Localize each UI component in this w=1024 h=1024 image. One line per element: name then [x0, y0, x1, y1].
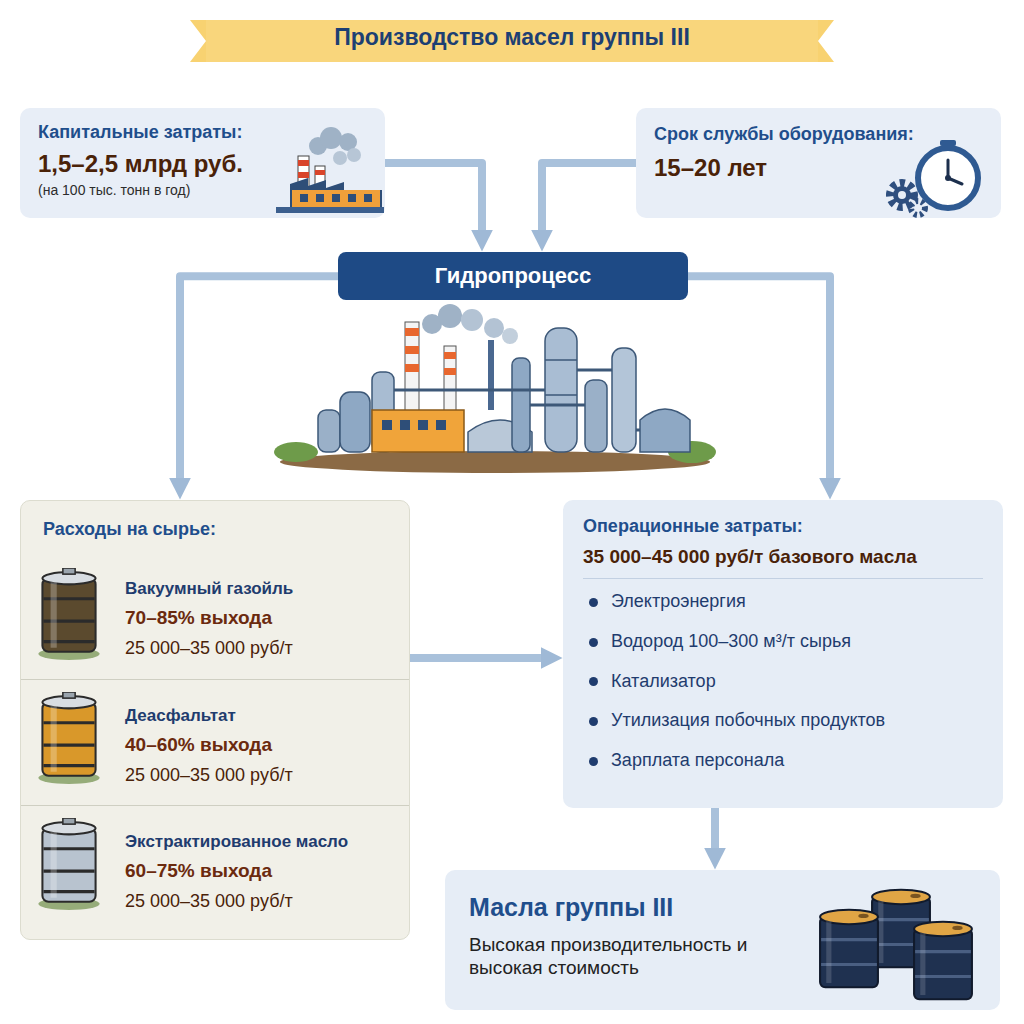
cost-box: Капитальные затраты: 1,5–2,5 млрд руб. (на…	[20, 108, 385, 218]
feedstock-band: Экстрактированное масло 60–75% выхода 25 0…	[21, 805, 409, 931]
feedstock-band: Деасфальтат 40–60% выхода 25 000–35 000 ру…	[21, 679, 409, 805]
diagram-title: Производство масел группы III	[200, 24, 824, 51]
panel-heading: Операционные затраты:	[583, 516, 983, 538]
box-heading: Срок службы оборудования:	[654, 124, 983, 146]
opex-value: 35 000–45 000 руб/т базового масла	[583, 546, 983, 580]
cost-item: Водород 100–300 м³/т сырья	[583, 631, 983, 653]
barrel-icon	[38, 692, 99, 784]
box-heading: Капитальные затраты:	[38, 122, 367, 144]
price-value: 25 000–35 000 руб/т	[125, 891, 401, 913]
refinery-illustration	[274, 304, 716, 473]
panel-heading: Расходы на сырье:	[43, 519, 387, 541]
clock-icon	[890, 140, 978, 215]
flow-arrow	[180, 276, 338, 482]
product-box: Масла группы III Высокая производительнос…	[445, 870, 1000, 1010]
barrel-icon	[38, 568, 99, 660]
lifetime-box: Срок службы оборудования: 15–20 лет	[636, 108, 1001, 218]
cost-value: 1,5–2,5 млрд руб.	[38, 150, 293, 179]
product-heading: Масла группы III	[469, 892, 976, 922]
drums-icon	[820, 890, 972, 1000]
feedstock-band: Вакуумный газойль 70–85% выхода 25 000–35 …	[21, 553, 409, 679]
cost-item: Катализатор	[583, 671, 983, 693]
flow-arrow	[410, 654, 545, 662]
flow-arrow	[688, 276, 830, 482]
flow-arrow	[542, 163, 636, 234]
raw-panel: Расходы на сырье: Вакуумный газойль 70–85%…	[20, 500, 410, 940]
yield-value: 70–85% выхода	[125, 607, 401, 630]
feedstock-name: Экстрактированное масло	[125, 832, 401, 852]
yield-value: 40–60% выхода	[125, 734, 401, 757]
price-value: 25 000–35 000 руб/т	[125, 765, 401, 787]
feedstock-name: Деасфальтат	[125, 706, 401, 726]
flow-arrow	[711, 808, 719, 852]
opex-panel: Операционные затраты: 35 000–45 000 руб/т…	[563, 500, 1003, 808]
feedstock-name: Вакуумный газойль	[125, 579, 401, 599]
process-box: Гидропроцесс	[338, 252, 688, 300]
lifetime-value: 15–20 лет	[654, 154, 874, 183]
cost-note: (на 100 тыс. тонн в год)	[38, 182, 293, 199]
flow-arrow	[385, 163, 482, 234]
factory-icon	[276, 127, 384, 213]
price-value: 25 000–35 000 руб/т	[125, 638, 401, 660]
process-label: Гидропроцесс	[350, 263, 676, 289]
cost-item: Зарплата персонала	[583, 750, 983, 772]
barrel-icon	[38, 818, 99, 910]
yield-value: 60–75% выхода	[125, 860, 401, 883]
product-note: Высокая производительность и высокая сто…	[469, 934, 809, 980]
cost-item: Электроэнергия	[583, 591, 983, 613]
cost-item: Утилизация побочных продуктов	[583, 710, 983, 732]
title-ribbon	[190, 20, 834, 62]
